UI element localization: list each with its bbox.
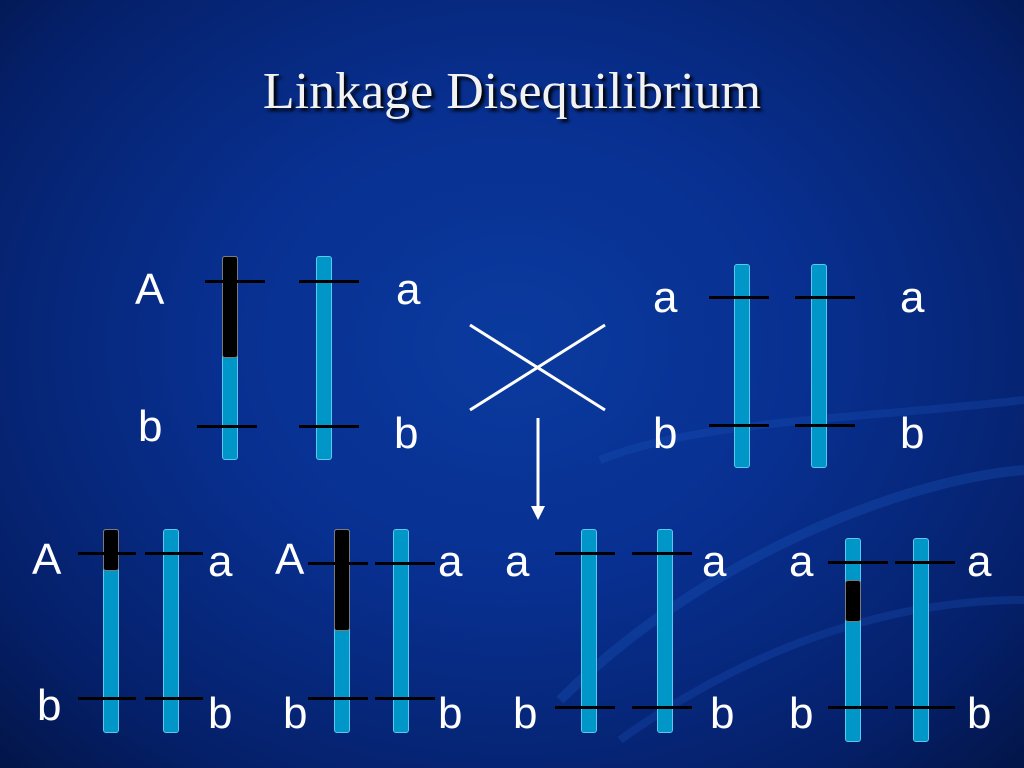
allele-label: b (789, 689, 814, 738)
allele-label: A (32, 535, 62, 584)
locus-marker (299, 425, 359, 428)
chromosome (393, 529, 409, 733)
locus-marker (205, 280, 265, 283)
page-title: Linkage Disequilibrium (262, 63, 762, 120)
locus-marker (632, 706, 692, 709)
allele-label: a (438, 537, 463, 586)
allele-label: b (438, 689, 463, 738)
allele-label: a (900, 273, 925, 322)
locus-marker (709, 424, 769, 427)
allele-label: b (283, 689, 308, 738)
allele-label: a (789, 537, 814, 586)
locus-marker (145, 697, 203, 700)
locus-marker (795, 296, 855, 299)
locus-marker (375, 562, 435, 565)
locus-marker (795, 424, 855, 427)
locus-marker (895, 561, 955, 564)
chromosome (581, 529, 597, 733)
allele-label: a (396, 265, 421, 314)
allele-label: a (505, 537, 530, 586)
chromosome (657, 529, 673, 733)
locus-marker (78, 552, 136, 555)
allele-label: b (653, 409, 678, 458)
chromosome (811, 264, 827, 468)
allele-label: b (394, 409, 419, 458)
black-segment (845, 580, 861, 622)
chromosome (163, 529, 179, 733)
allele-label: A (135, 265, 165, 314)
allele-label: b (37, 681, 62, 730)
locus-marker (145, 552, 203, 555)
allele-label: b (900, 409, 925, 458)
locus-marker (197, 425, 257, 428)
locus-marker (308, 562, 368, 565)
black-segment (334, 529, 350, 631)
locus-marker (375, 697, 435, 700)
chromosome (913, 538, 929, 742)
locus-marker (555, 552, 615, 555)
locus-marker (828, 561, 888, 564)
locus-marker (555, 706, 615, 709)
allele-label: b (138, 402, 163, 451)
allele-label: a (702, 537, 727, 586)
allele-label: a (967, 537, 992, 586)
black-segment (103, 529, 119, 571)
locus-marker (308, 697, 368, 700)
locus-marker (78, 697, 136, 700)
locus-marker (299, 280, 359, 283)
allele-label: a (208, 537, 233, 586)
chromosome (316, 256, 332, 460)
allele-label: b (967, 689, 992, 738)
locus-marker (895, 706, 955, 709)
chromosome (734, 264, 750, 468)
allele-label: b (513, 689, 538, 738)
locus-marker (828, 706, 888, 709)
allele-label: A (275, 535, 305, 584)
allele-label: a (653, 273, 678, 322)
locus-marker (632, 552, 692, 555)
locus-marker (709, 296, 769, 299)
allele-label: b (208, 689, 233, 738)
allele-label: b (710, 689, 735, 738)
chromosome (845, 538, 861, 742)
